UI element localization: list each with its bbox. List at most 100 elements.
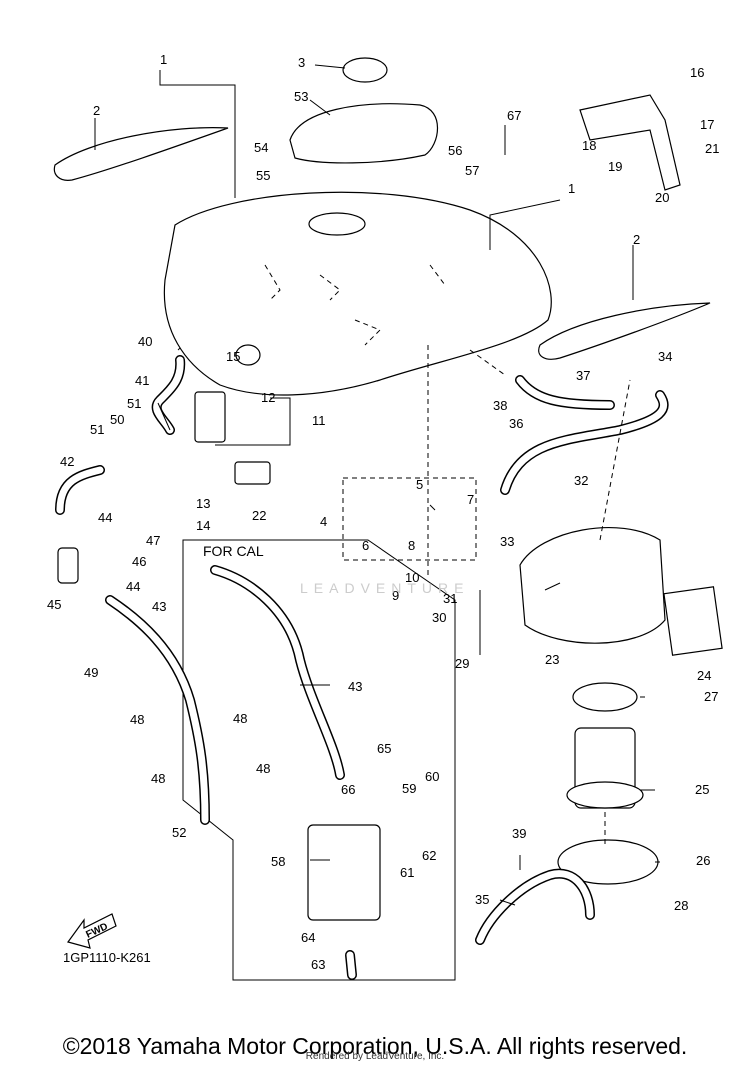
callout-43: 43	[348, 679, 362, 694]
callout-5: 5	[416, 477, 423, 492]
callout-67: 67	[507, 108, 521, 123]
fuel-cap	[342, 57, 388, 83]
callout-50: 50	[110, 412, 124, 427]
callout-59: 59	[402, 781, 416, 796]
callout-21: 21	[705, 141, 719, 156]
callout-25: 25	[695, 782, 709, 797]
valve-assembly-box	[342, 477, 477, 561]
callout-55: 55	[256, 168, 270, 183]
grommet	[235, 344, 261, 366]
callout-38: 38	[493, 398, 507, 413]
callout-64: 64	[301, 930, 315, 945]
callout-45: 45	[47, 597, 61, 612]
callout-47: 47	[146, 533, 160, 548]
callout-40: 40	[138, 334, 152, 349]
callout-53: 53	[294, 89, 308, 104]
callout-19: 19	[608, 159, 622, 174]
callout-27: 27	[704, 689, 718, 704]
callout-48: 48	[151, 771, 165, 786]
fuel-pump-base	[566, 781, 644, 809]
callout-41: 41	[135, 373, 149, 388]
callout-8: 8	[408, 538, 415, 553]
callout-26: 26	[696, 853, 710, 868]
figure-code: 1GP1110-K261	[63, 950, 151, 965]
for-cal-label: FOR CAL	[203, 543, 264, 559]
filler-opening	[308, 212, 366, 236]
callout-2: 2	[633, 232, 640, 247]
callout-17: 17	[700, 117, 714, 132]
callout-23: 23	[545, 652, 559, 667]
callout-30: 30	[432, 610, 446, 625]
hose-43-cal	[210, 565, 345, 780]
callout-10: 10	[405, 570, 419, 585]
callout-24: 24	[697, 668, 711, 683]
fuel-sender	[234, 461, 271, 485]
callout-2: 2	[93, 103, 100, 118]
callout-34: 34	[658, 349, 672, 364]
callout-1: 1	[160, 52, 167, 67]
callout-63: 63	[311, 957, 325, 972]
fwd-label: FWD	[84, 921, 109, 941]
callout-20: 20	[655, 190, 669, 205]
callout-35: 35	[475, 892, 489, 907]
callout-42: 42	[60, 454, 74, 469]
callout-14: 14	[196, 518, 210, 533]
callout-13: 13	[196, 496, 210, 511]
callout-33: 33	[500, 534, 514, 549]
fuel-pump-housing	[519, 527, 666, 644]
callout-48: 48	[130, 712, 144, 727]
tank-decal-right	[538, 302, 711, 360]
callout-37: 37	[576, 368, 590, 383]
callout-28: 28	[674, 898, 688, 913]
callout-66: 66	[341, 782, 355, 797]
callout-6: 6	[362, 538, 369, 553]
callout-32: 32	[574, 473, 588, 488]
callout-48: 48	[233, 711, 247, 726]
callout-4: 4	[320, 514, 327, 529]
fwd-arrow-icon: FWD	[67, 913, 117, 949]
callout-9: 9	[392, 588, 399, 603]
callout-58: 58	[271, 854, 285, 869]
callout-61: 61	[400, 865, 414, 880]
callout-1: 1	[568, 181, 575, 196]
level-gauge	[194, 391, 226, 443]
callout-51: 51	[90, 422, 104, 437]
pad	[663, 586, 723, 656]
fuel-filter	[57, 547, 79, 584]
callout-52: 52	[172, 825, 186, 840]
callout-57: 57	[465, 163, 479, 178]
callout-44: 44	[126, 579, 140, 594]
callout-46: 46	[132, 554, 146, 569]
callout-56: 56	[448, 143, 462, 158]
callout-51: 51	[127, 396, 141, 411]
callout-31: 31	[443, 591, 457, 606]
callout-3: 3	[298, 55, 305, 70]
copyright-notice: ©2018 Yamaha Motor Corporation, U.S.A. A…	[62, 1033, 688, 1059]
bracket	[579, 94, 681, 191]
callout-62: 62	[422, 848, 436, 863]
callout-60: 60	[425, 769, 439, 784]
callout-43: 43	[152, 599, 166, 614]
callout-7: 7	[467, 492, 474, 507]
rendered-by-notice: Rendered by LeadVenture, Inc.	[305, 1051, 445, 1062]
tank-decal-left	[53, 127, 229, 181]
callout-65: 65	[377, 741, 391, 756]
watermark-text: LEADVENTURE	[300, 580, 470, 596]
callout-15: 15	[226, 349, 240, 364]
charcoal-canister	[307, 824, 381, 921]
callout-36: 36	[509, 416, 523, 431]
for-cal-box	[182, 539, 456, 981]
callout-29: 29	[455, 656, 469, 671]
callout-11: 11	[312, 413, 326, 428]
tank-cover-panel	[289, 103, 438, 164]
callout-22: 22	[252, 508, 266, 523]
callout-54: 54	[254, 140, 268, 155]
callout-12: 12	[261, 390, 275, 405]
callout-39: 39	[512, 826, 526, 841]
callout-48: 48	[256, 761, 270, 776]
gasket	[572, 682, 638, 712]
callout-18: 18	[582, 138, 596, 153]
callout-49: 49	[84, 665, 98, 680]
callout-16: 16	[690, 65, 704, 80]
